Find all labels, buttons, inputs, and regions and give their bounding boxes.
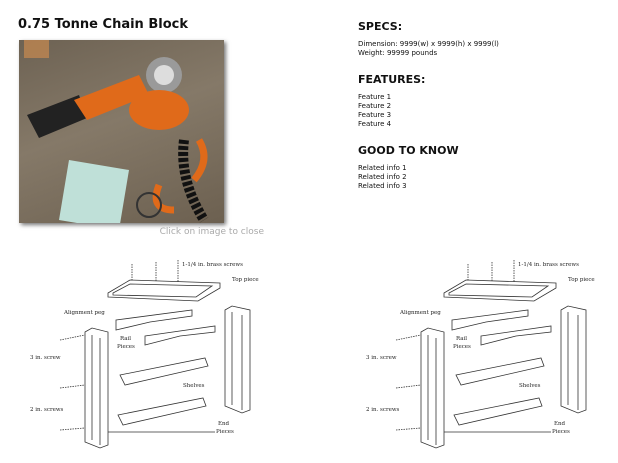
label-pieces: Pieces	[453, 344, 471, 350]
close-image-link[interactable]: Click on image to close	[159, 227, 264, 237]
features-heading: FEATURES:	[358, 73, 426, 87]
product-title: 0.75 Tonne Chain Block	[18, 17, 188, 32]
details-panel: SPECS: Dimension: 9999(w) x 9999(h) x 99…	[358, 20, 499, 206]
feature-item: Feature 1	[358, 93, 392, 102]
related-info-item: Related info 1	[358, 164, 407, 173]
related-info-item: Related info 2	[358, 172, 407, 181]
spec-weight: Weight: 99999 pounds	[358, 48, 438, 57]
feature-item: Feature 2	[358, 102, 392, 111]
feature-item: Feature 4	[358, 119, 392, 128]
label-end: End	[554, 421, 566, 427]
label-top-piece: Top piece	[232, 277, 259, 283]
label-rail: Rail	[456, 336, 467, 342]
label-alignment-peg: Alignment peg	[399, 310, 441, 316]
label-end-pieces: Pieces	[216, 429, 234, 435]
label-top-piece: Top piece	[568, 277, 595, 283]
specs-heading: SPECS:	[358, 20, 403, 33]
label-2in-screws: 2 in. screws	[366, 407, 400, 413]
label-3in-screw: 3 in. screw	[30, 355, 61, 361]
label-3in-screw: 3 in. screw	[366, 355, 397, 361]
label-shelves: Shelves	[519, 383, 541, 389]
good-to-know-heading: GOOD TO KNOW	[358, 144, 459, 158]
label-2in-screws: 2 in. screws	[30, 407, 64, 413]
label-end-pieces: Pieces	[552, 429, 570, 435]
feature-item: Feature 3	[358, 110, 392, 119]
label-brass-screws: 1-1/4 in. brass screws	[182, 262, 243, 268]
related-info-item: Related info 3	[358, 181, 407, 190]
label-alignment-peg: Alignment peg	[63, 310, 105, 316]
assembly-diagram-left: 1-1/4 in. brass screws Top piece Alignme…	[20, 250, 260, 455]
product-image[interactable]	[19, 40, 224, 223]
label-brass-screws: 1-1/4 in. brass screws	[518, 262, 579, 268]
label-pieces: Pieces	[117, 344, 135, 350]
label-end: End	[218, 421, 230, 427]
spec-dimension: Dimension: 9999(w) x 9999(h) x 9999(l)	[358, 40, 499, 48]
assembly-diagram-right: 1-1/4 in. brass screws Top piece Alignme…	[356, 250, 596, 455]
chain-block-photo	[24, 40, 209, 223]
label-shelves: Shelves	[183, 383, 205, 389]
label-rail: Rail	[120, 336, 131, 342]
